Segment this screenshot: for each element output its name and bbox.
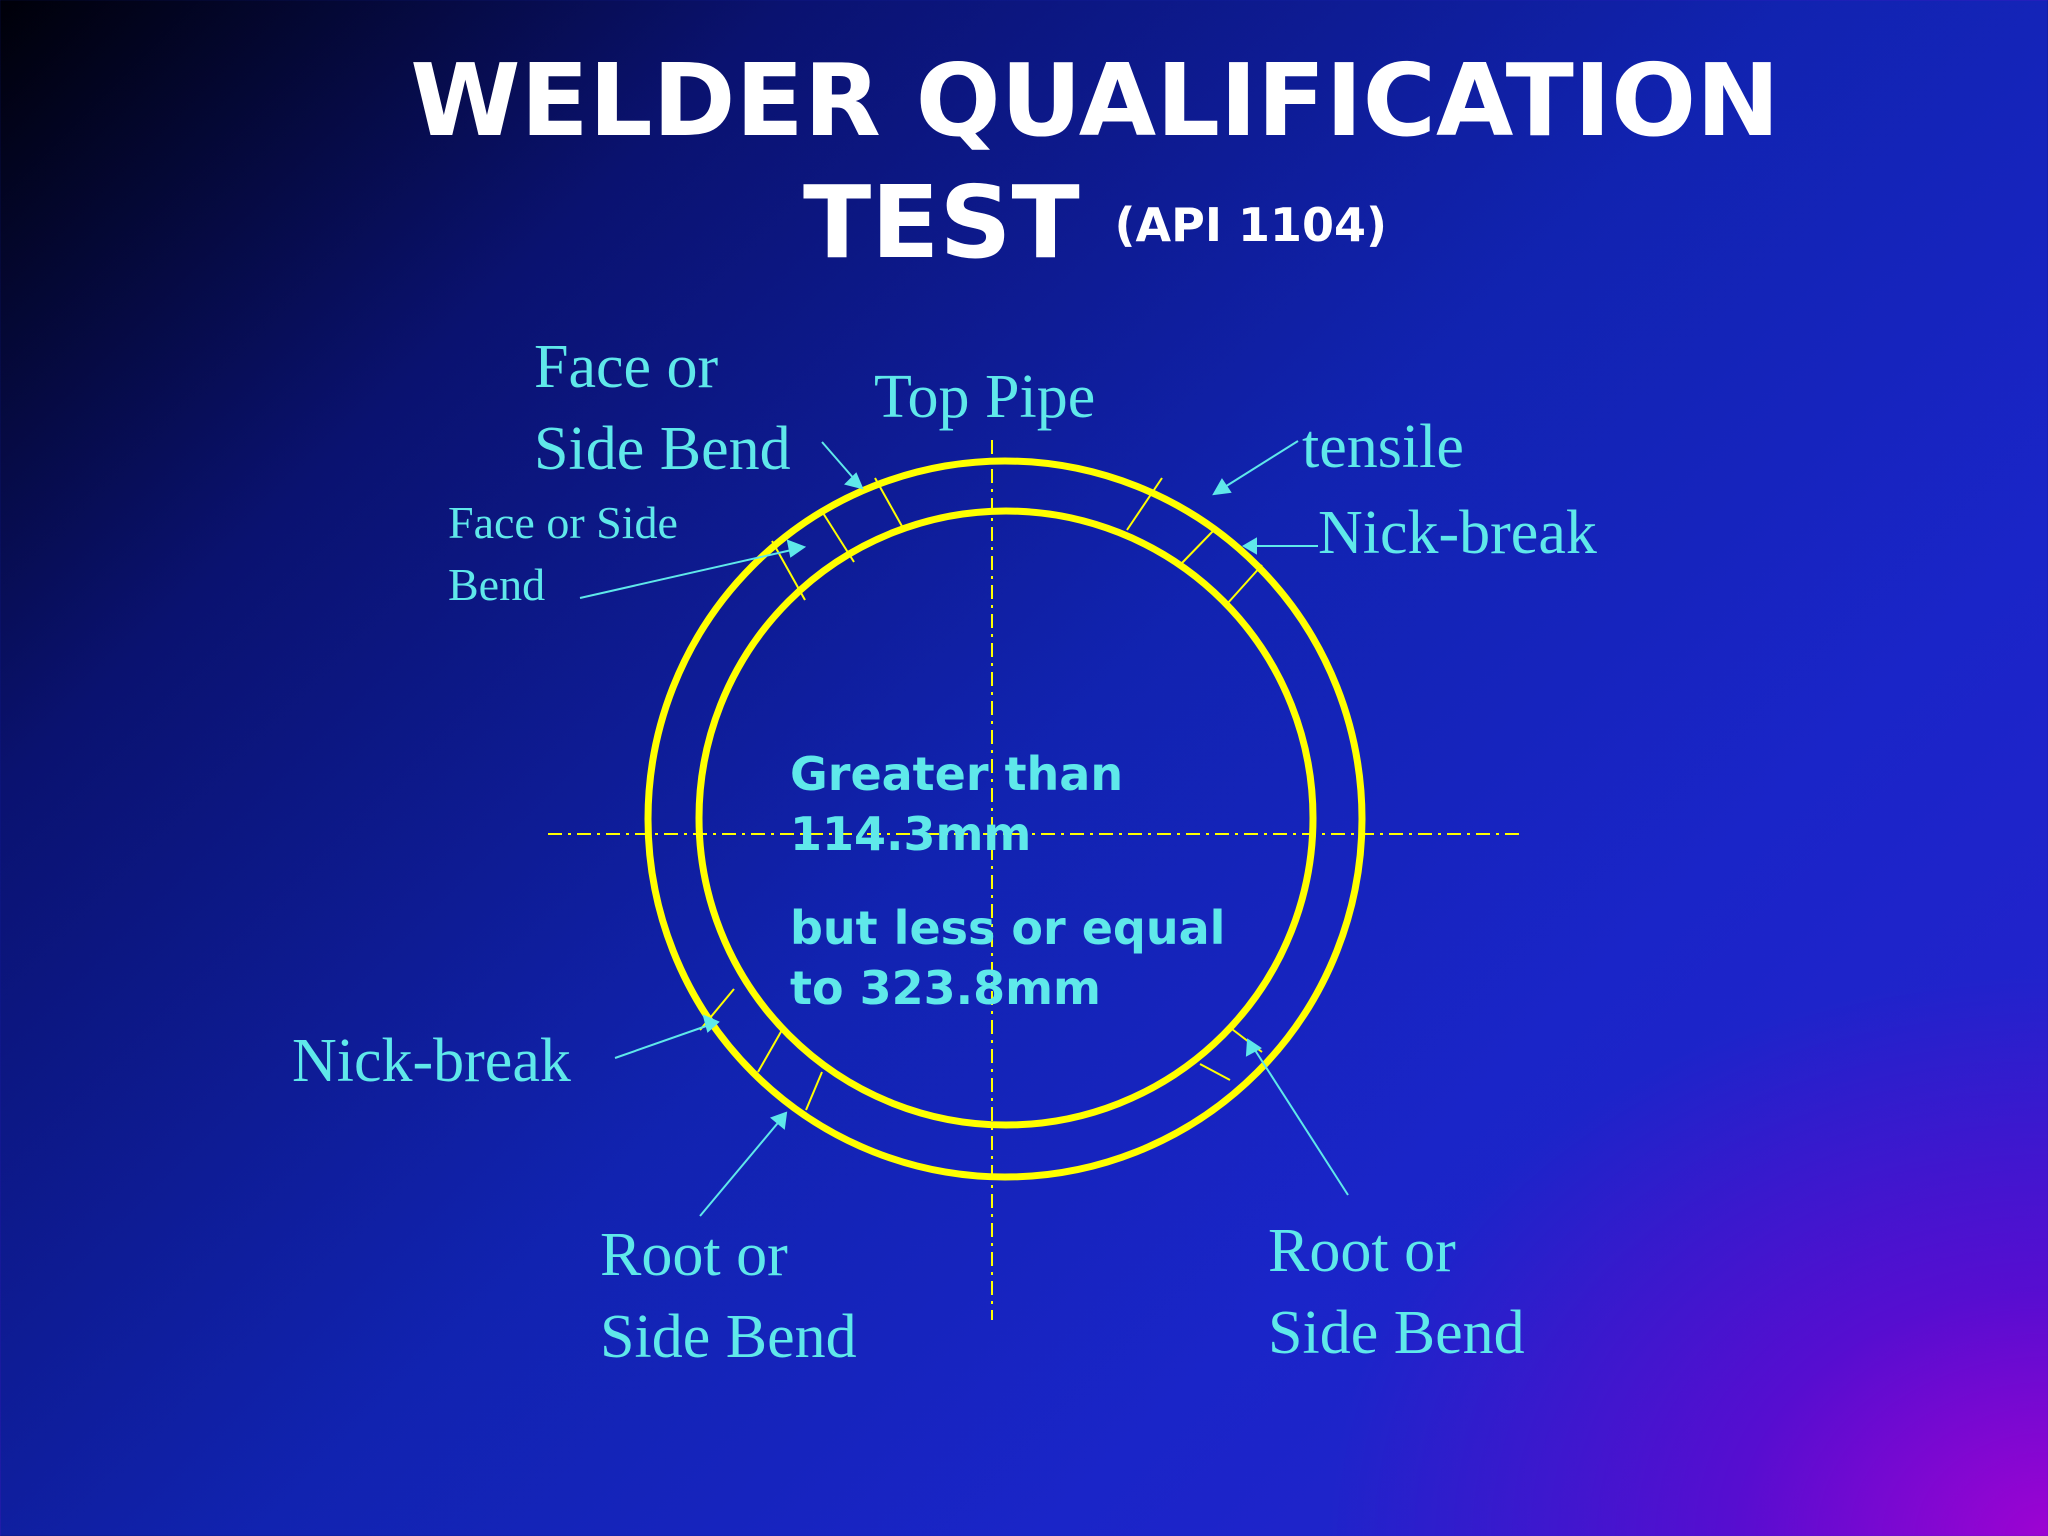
label-nick-break-right: Nick-break [1318, 499, 1597, 567]
title-line-2: TEST (API 1104) [0, 162, 2048, 286]
label-face-side-bend-top: Face or Side Bend [534, 333, 791, 483]
slide-title: WELDER QUALIFICATION TEST (API 1104) [0, 40, 2048, 286]
label-top-pipe: Top Pipe [874, 363, 1096, 431]
leader-arrows [579, 440, 1349, 1217]
title-standard: (API 1104) [1114, 197, 1388, 252]
label-tensile: tensile [1302, 413, 1464, 481]
diameter-range-text: Greater than 114.3mm but less or equal t… [790, 747, 1226, 1015]
label-face-side-bend-small: Face or Side Bend [448, 497, 678, 610]
title-test-word: TEST [802, 164, 1080, 281]
outer-pipe-ring [644, 457, 1366, 1181]
label-root-side-bend-left: Root or Side Bend [600, 1221, 857, 1371]
title-line-1: WELDER QUALIFICATION [410, 42, 1780, 159]
label-root-side-bend-right: Root or Side Bend [1268, 1217, 1525, 1367]
inner-pipe-ring [695, 507, 1317, 1129]
label-nick-break-left: Nick-break [292, 1027, 571, 1095]
